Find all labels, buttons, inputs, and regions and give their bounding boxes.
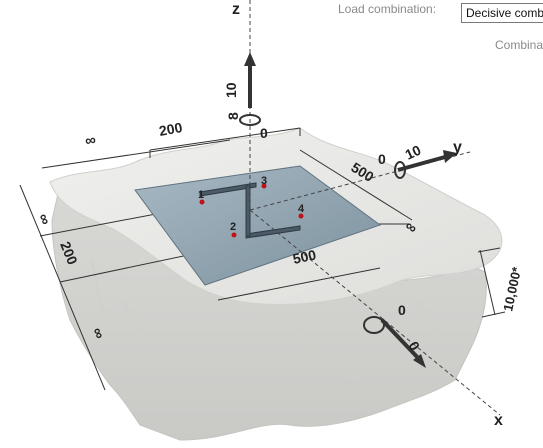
dim-top-200: 200 xyxy=(158,119,184,139)
anchor-marker[interactable] xyxy=(261,183,267,189)
y-moment-label: 0 xyxy=(378,151,386,167)
axis-y-label: y xyxy=(453,139,462,156)
dim-depth: 10,000* xyxy=(500,265,524,313)
anchor-label: 2 xyxy=(230,221,236,233)
z-force-label: 10 xyxy=(223,82,239,98)
base-plate xyxy=(134,165,382,286)
anchor-marker[interactable] xyxy=(199,199,205,205)
load-combination-select[interactable]: Decisive combi xyxy=(461,3,543,23)
anchor-label: 4 xyxy=(298,203,305,215)
dim-top-inf: ∞ xyxy=(84,131,98,150)
anchors: 1 2 3 4 xyxy=(198,175,305,238)
dim-bottom-500: 500 xyxy=(291,246,317,267)
x-moment-label: 0 xyxy=(398,302,406,318)
anchor-marker[interactable] xyxy=(298,213,304,219)
anchor-marker[interactable] xyxy=(231,232,237,238)
combination-label: Combina xyxy=(495,38,543,52)
dim-left-inf-top: ∞ xyxy=(34,211,54,228)
axis-x-label: x xyxy=(494,412,503,429)
column-section xyxy=(199,182,301,239)
concrete-texture xyxy=(89,259,446,381)
moment-arcs xyxy=(239,114,406,334)
axis-z-label: z xyxy=(232,1,240,18)
z-moment-label: 8 xyxy=(225,112,241,120)
y-force-label: 10 xyxy=(403,142,424,163)
load-combination-label: Load combination: xyxy=(338,2,437,16)
anchor-label: 1 xyxy=(198,189,204,201)
anchor-label: 3 xyxy=(261,175,267,187)
z-moment-value-label: 0 xyxy=(260,125,268,141)
